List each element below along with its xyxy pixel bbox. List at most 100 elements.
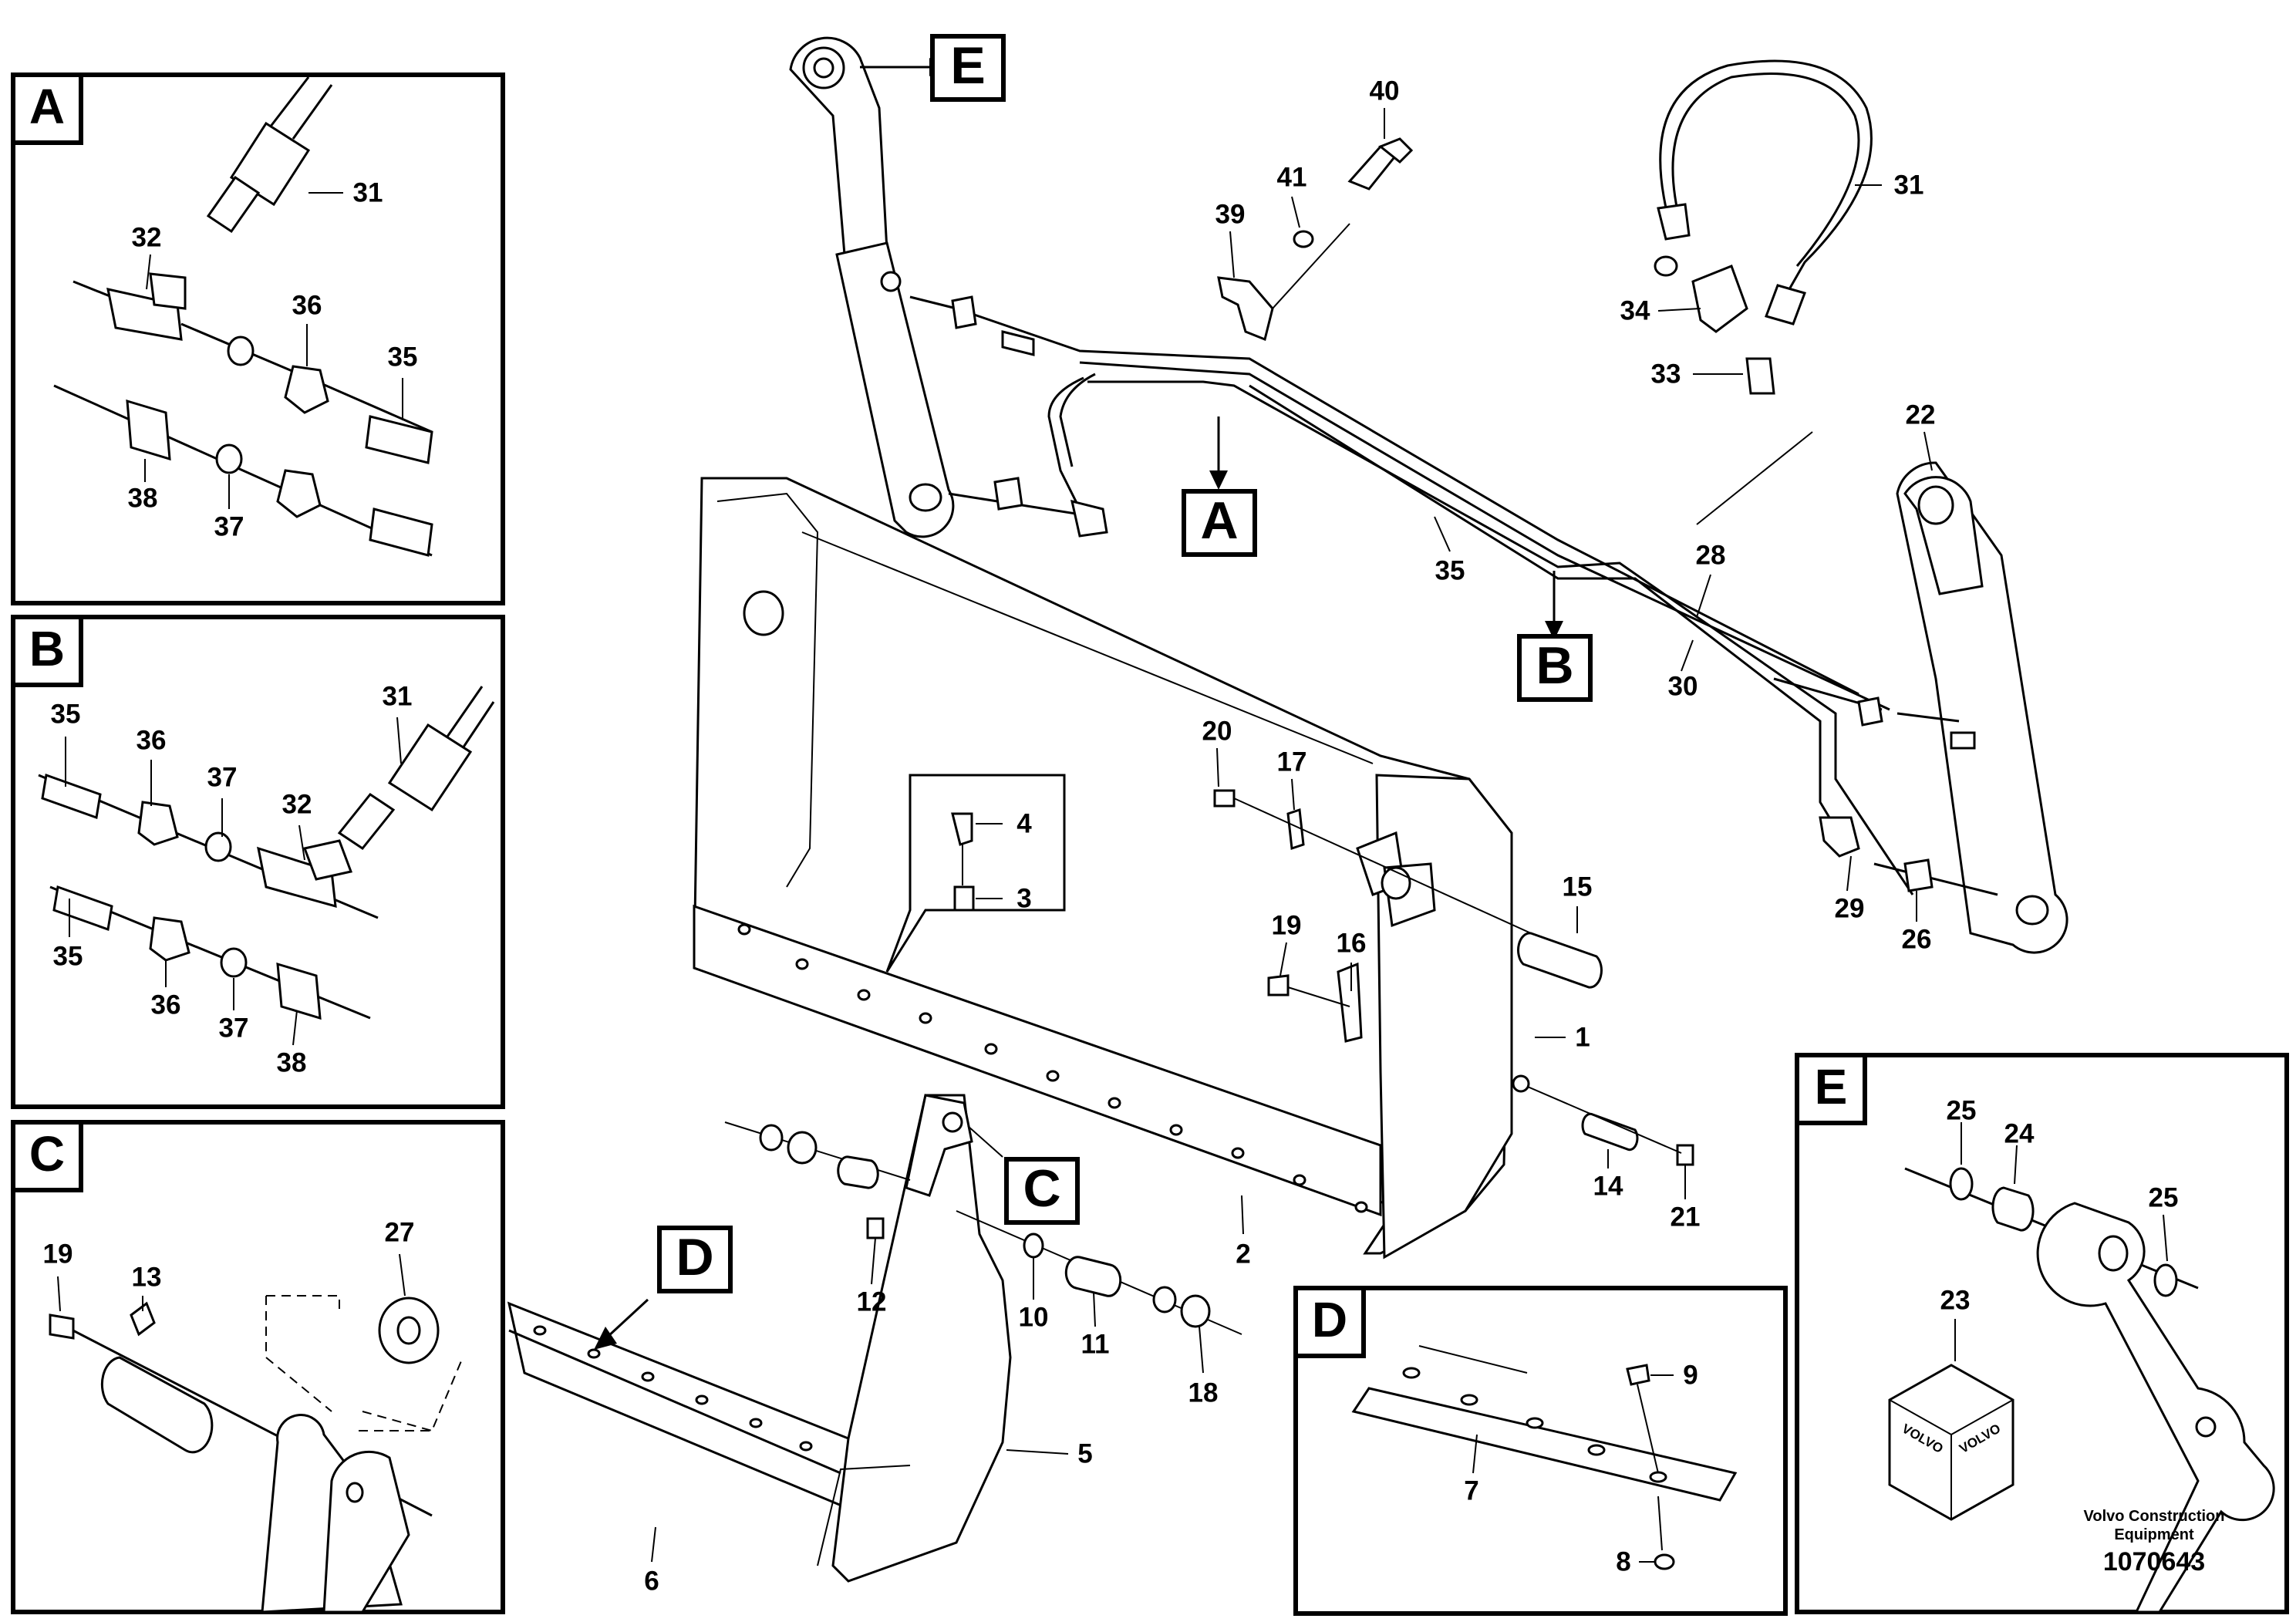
side-cutter-hole	[942, 1111, 963, 1133]
label-e-24: 24	[2004, 1118, 2035, 1148]
callout-d-letter: D	[676, 1228, 713, 1286]
right-cylinder-eye	[2015, 895, 2049, 926]
bucket-top-edge	[801, 531, 1374, 764]
left-tilt-cylinder	[789, 36, 955, 538]
washer-upper-1	[759, 1124, 784, 1152]
callout-c: C	[967, 1125, 1080, 1225]
label-6: 6	[644, 1566, 659, 1596]
panel-c-frame	[11, 1120, 505, 1614]
edge-hole-8	[1169, 1124, 1183, 1136]
leader-30	[1681, 639, 1694, 672]
label-d-7: 7	[1464, 1475, 1478, 1506]
left-cylinder-rod	[789, 36, 888, 256]
tee-32-b	[257, 846, 337, 909]
panel-d-letter-box	[1293, 1286, 1366, 1358]
leader-34	[1657, 308, 1701, 312]
label-19-main: 19	[1272, 910, 1302, 940]
hose-31-fitting-right	[1765, 284, 1806, 325]
rod-eye-hole-e	[2098, 1235, 2129, 1272]
label-a-38: 38	[128, 483, 158, 513]
pipe-35-b2	[52, 885, 113, 932]
panel-b-letter-box	[11, 615, 83, 687]
hose-31-main-2	[1671, 73, 1860, 267]
label-30: 30	[1668, 671, 1698, 701]
leader-39	[1229, 231, 1235, 278]
label-35-main: 35	[1435, 555, 1465, 585]
leader-5	[1006, 1449, 1069, 1455]
edge-hole-10	[1293, 1174, 1306, 1186]
cutting-edge-holes	[737, 923, 1368, 1213]
tee-branch-32-a	[149, 272, 187, 310]
hose-left-loop-2	[1059, 373, 1096, 467]
bolt-21	[1676, 1144, 1694, 1166]
fitting-left-lower	[993, 477, 1023, 511]
callout-a-arrow	[1209, 470, 1228, 490]
label-b-35b: 35	[53, 941, 83, 971]
tee-branch-32-b	[302, 839, 353, 881]
edge-hole-9	[1231, 1147, 1245, 1159]
callout-c-letter: C	[1023, 1159, 1060, 1218]
callout-d: D	[594, 1226, 733, 1350]
leader-12	[871, 1237, 876, 1285]
ring-37-a	[215, 443, 243, 474]
edge-hole-3	[857, 989, 871, 1001]
pipe-lower	[1087, 380, 1914, 895]
leader-c-27	[399, 1253, 406, 1297]
label-d-9: 9	[1683, 1360, 1698, 1390]
callout-c-box	[1004, 1157, 1080, 1225]
bolt-hole-d1	[1402, 1367, 1421, 1379]
pin-axis-14	[1511, 1079, 1682, 1154]
nut-3	[953, 885, 975, 912]
label-16: 16	[1337, 928, 1367, 958]
panel-a-letter: A	[29, 79, 65, 134]
right-rod-eye	[1917, 485, 1954, 525]
leader-29	[1846, 855, 1852, 892]
leader-b-31	[396, 717, 402, 764]
snap-ring-25-e1	[1949, 1167, 1974, 1201]
leader-pipe-33	[1696, 431, 1813, 525]
label-34: 34	[1620, 295, 1650, 325]
edge-top-line-d	[1418, 1345, 1528, 1374]
edge-hole-7	[1108, 1097, 1121, 1109]
label-31-main: 31	[1894, 170, 1924, 200]
fitting-33	[1745, 357, 1775, 395]
company-line-1: Volvo Construction	[2084, 1508, 2225, 1525]
callout-a-box	[1182, 489, 1257, 557]
leader-19-main	[1279, 942, 1287, 976]
bolt-9-d	[1626, 1364, 1650, 1386]
fitting-38-b	[276, 962, 322, 1020]
cylinder-rod-eye-e	[2036, 1202, 2275, 1614]
label-41: 41	[1277, 162, 1307, 192]
callout-d-box	[657, 1226, 733, 1293]
label-12: 12	[857, 1286, 887, 1317]
bolt-hole-d2	[1460, 1394, 1478, 1406]
fitting-30-end	[1950, 731, 1976, 750]
label-4: 4	[1017, 808, 1032, 838]
edge-hole-2	[795, 958, 809, 970]
pipe-35-a	[365, 415, 433, 464]
label-21: 21	[1671, 1202, 1701, 1232]
label-d-8: 8	[1616, 1546, 1630, 1576]
panel-d-letter: D	[1312, 1292, 1347, 1347]
edge-hole-1	[737, 923, 751, 936]
label-14: 14	[1593, 1171, 1623, 1201]
cutting-edge-7-d	[1351, 1387, 1738, 1502]
left-cylinder-eye	[909, 483, 942, 512]
nut-36-b1	[137, 801, 179, 846]
bucket-inner-left	[716, 492, 819, 888]
lip-inner-line	[508, 1329, 841, 1475]
hose-nut-31-a	[206, 175, 261, 234]
bolt-12	[866, 1217, 885, 1239]
lip-hole-4	[695, 1394, 709, 1405]
fitting-upper-mid	[1001, 330, 1035, 356]
label-28: 28	[1696, 540, 1726, 570]
washer-18a	[1152, 1286, 1177, 1313]
lip-hole-5	[749, 1418, 763, 1428]
washer-41	[1293, 230, 1314, 248]
dashed-guide-c	[265, 1295, 464, 1431]
leader-e-24	[2014, 1145, 2018, 1185]
lip-hole-6	[799, 1441, 813, 1452]
inset-box-bolt	[885, 774, 1066, 973]
main-assembly: E A B C D 40 41 39	[507, 34, 2068, 1596]
bolt-19-main	[1267, 974, 1290, 996]
